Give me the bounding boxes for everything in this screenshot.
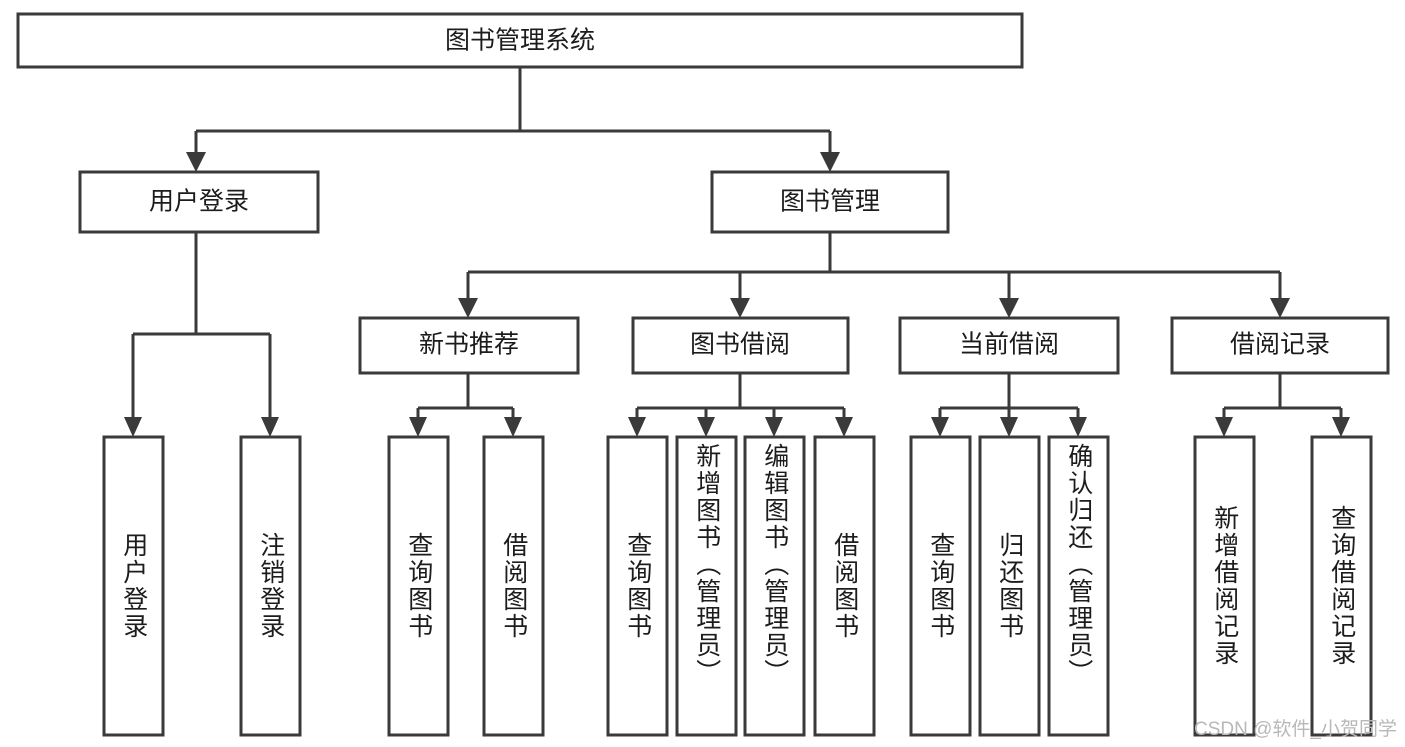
connector-group-current-borrow: [931, 373, 1087, 437]
arrowhead-leaf-confirm-return: [1069, 417, 1087, 437]
arrowhead-book-manage: [820, 152, 840, 172]
node-leaf-logout-box[interactable]: [239, 435, 302, 737]
node-current-borrow[interactable]: 当前借阅: [898, 316, 1120, 375]
node-user-login[interactable]: 用户登录: [78, 170, 320, 234]
arrowhead-leaf-query-book-1: [409, 417, 427, 437]
node-leaf-add-book-box[interactable]: [675, 435, 738, 737]
node-leaf-query-book-1-box[interactable]: [387, 435, 450, 737]
arrowhead-leaf-query-book-3: [931, 417, 949, 437]
node-root[interactable]: 图书管理系统: [16, 12, 1024, 69]
node-book-manage-box[interactable]: [710, 170, 950, 234]
arrowhead-leaf-edit-book: [765, 417, 783, 437]
node-leaf-add-record-box[interactable]: [1193, 435, 1256, 737]
node-leaf-query-book-2-box[interactable]: [606, 435, 669, 737]
arrowhead-leaf-borrow-book-1: [504, 417, 522, 437]
node-book-manage-label: 图书管理: [780, 188, 880, 216]
node-leaf-borrow-book-1-box[interactable]: [482, 435, 545, 737]
node-leaf-return-book-box[interactable]: [978, 435, 1041, 737]
node-root-box[interactable]: [16, 12, 1024, 69]
connector-group-book-manage: [458, 232, 1290, 318]
arrowhead-current-borrow: [999, 298, 1019, 318]
arrowhead-user-login: [186, 152, 206, 172]
arrowhead-leaf-add-record: [1215, 417, 1233, 437]
node-leaf-edit-book-box[interactable]: [743, 435, 806, 737]
node-book-borrow-label: 图书借阅: [690, 331, 790, 359]
connector-group-new-book-rec: [409, 373, 522, 437]
node-leaf-query-record-box[interactable]: [1310, 435, 1373, 737]
node-user-login-box[interactable]: [78, 170, 320, 234]
node-leaf-confirm-return-box[interactable]: [1047, 435, 1110, 737]
node-user-login-label: 用户登录: [149, 188, 249, 216]
node-new-book-rec-box[interactable]: [358, 316, 580, 375]
node-current-borrow-box[interactable]: [898, 316, 1120, 375]
arrowhead-leaf-query-book-2: [628, 417, 646, 437]
connector-group-borrow-record: [1215, 373, 1350, 437]
node-book-borrow-box[interactable]: [631, 316, 850, 375]
node-book-borrow[interactable]: 图书借阅: [631, 316, 850, 375]
arrowhead-leaf-logout: [261, 417, 279, 437]
connector-group-user-login: [124, 232, 279, 437]
connector-group-root: [186, 67, 840, 172]
node-new-book-rec-label: 新书推荐: [419, 331, 519, 359]
node-new-book-rec[interactable]: 新书推荐: [358, 316, 580, 375]
arrowhead-new-book-rec: [458, 298, 478, 318]
arrowhead-leaf-borrow-book-2: [835, 417, 853, 437]
node-leaf-borrow-book-2-box[interactable]: [813, 435, 876, 737]
node-current-borrow-label: 当前借阅: [959, 331, 1059, 359]
arrowhead-book-borrow: [730, 298, 750, 318]
arrowhead-leaf-query-record: [1332, 417, 1350, 437]
arrowhead-leaf-return-book: [1000, 417, 1018, 437]
arrowhead-leaf-add-book: [697, 417, 715, 437]
connector-group-book-borrow: [628, 373, 853, 437]
node-book-manage[interactable]: 图书管理: [710, 170, 950, 234]
node-leaf-user-login-box[interactable]: [102, 435, 165, 737]
arrowhead-borrow-record: [1270, 298, 1290, 318]
node-borrow-record-box[interactable]: [1170, 316, 1390, 375]
node-leaf-query-book-3-box[interactable]: [909, 435, 972, 737]
arrowhead-leaf-user-login: [124, 417, 142, 437]
node-borrow-record[interactable]: 借阅记录: [1170, 316, 1390, 375]
node-borrow-record-label: 借阅记录: [1230, 331, 1330, 359]
node-root-label: 图书管理系统: [445, 27, 595, 55]
